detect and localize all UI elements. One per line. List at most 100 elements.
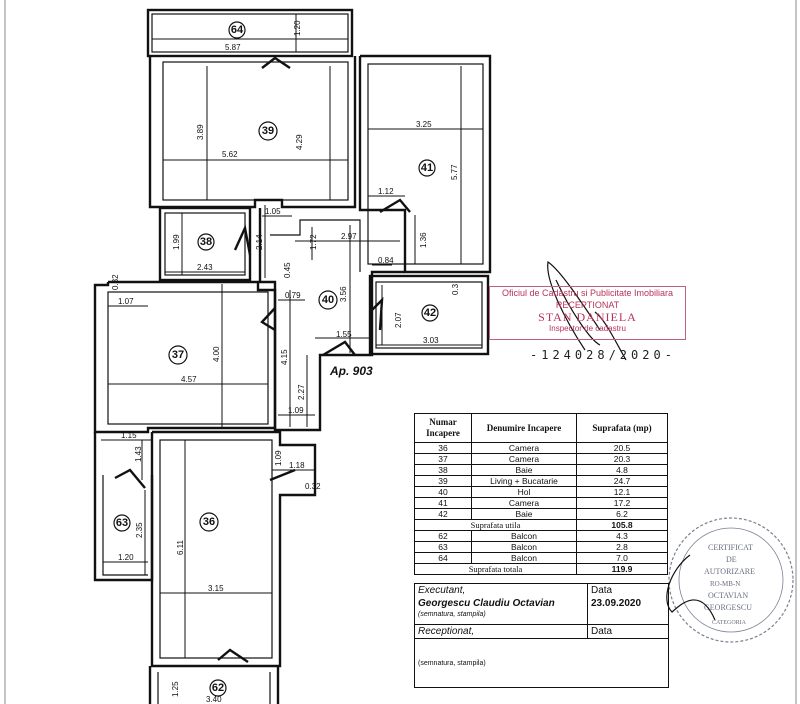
svg-text:6.11: 6.11	[176, 539, 185, 555]
svg-text:DE: DE	[726, 555, 737, 564]
svg-text:1.43: 1.43	[134, 446, 143, 462]
svg-text:1.20: 1.20	[293, 20, 302, 36]
svg-text:1.07: 1.07	[118, 297, 134, 306]
cell-nr: 41	[414, 497, 472, 509]
executant-label: Executant,	[415, 584, 588, 597]
room-64-label: 64	[228, 21, 246, 39]
svg-text:63: 63	[116, 517, 128, 529]
cell-nr: 40	[414, 486, 472, 498]
cell-name: Balcon	[471, 541, 577, 553]
room-area-table: Numar Incapere Denumire Incapere Suprafa…	[414, 413, 668, 575]
svg-text:3.56: 3.56	[339, 286, 348, 302]
cell-name: Living + Bucatarie	[471, 475, 577, 487]
signature-block: Executant, Data Georgescu Claudiu Octavi…	[414, 583, 669, 688]
cell-name: Camera	[471, 453, 577, 465]
stamp-received: RECEPTIONAT	[555, 300, 620, 310]
svg-text:0.3: 0.3	[451, 283, 460, 295]
cell-nr: 39	[414, 475, 472, 487]
room-63-label: 63	[113, 514, 131, 532]
room-37-label: 37	[168, 345, 188, 365]
svg-text:4.29: 4.29	[295, 134, 304, 150]
cell-nr: 37	[414, 453, 472, 465]
stamp-inspector-title: Inspector de cadastru	[549, 324, 626, 333]
room-36-label: 36	[199, 512, 219, 532]
summary-value: 119.9	[576, 563, 668, 575]
stamp-inspector-name: STAN DANIELA	[538, 310, 637, 324]
room-62-label: 62	[209, 679, 227, 697]
svg-text:CATEGORIA: CATEGORIA	[712, 620, 747, 626]
cell-area: 20.5	[576, 442, 668, 454]
executant-signature	[666, 554, 716, 621]
summary-label: Suprafata utila	[414, 519, 577, 531]
apartment-label: Ap. 903	[329, 364, 373, 378]
cell-area: 7.0	[576, 552, 668, 564]
svg-text:1.36: 1.36	[419, 232, 428, 248]
cell-area: 6.2	[576, 508, 668, 520]
svg-text:RO-MB-N: RO-MB-N	[710, 580, 740, 588]
stamp-office: Oficiul de Cadastru si Publicitate Imobi…	[501, 288, 674, 298]
summary-value: 105.8	[576, 519, 668, 531]
svg-text:4.57: 4.57	[181, 375, 197, 384]
inspector-signature	[547, 260, 627, 361]
date-label: Data	[591, 585, 613, 596]
round-stamp: CERTIFICAT DE AUTORIZARE RO-MB-N OCTAVIA…	[668, 517, 794, 643]
svg-text:41: 41	[421, 162, 433, 174]
svg-text:1.72: 1.72	[309, 234, 318, 250]
svg-text:5.62: 5.62	[222, 150, 238, 159]
summary-label: Suprafata totala	[414, 563, 577, 575]
svg-text:2.27: 2.27	[297, 384, 306, 400]
svg-text:1.99: 1.99	[172, 234, 181, 250]
svg-text:1.55: 1.55	[336, 330, 352, 339]
svg-text:0.84: 0.84	[378, 256, 394, 265]
cell-name: Baie	[471, 508, 577, 520]
svg-text:0.32: 0.32	[111, 274, 120, 290]
cell-area: 12.1	[576, 486, 668, 498]
cell-area: 17.2	[576, 497, 668, 509]
svg-text:2.43: 2.43	[197, 263, 213, 272]
cell-name: Balcon	[471, 530, 577, 542]
cell-area: 24.7	[576, 475, 668, 487]
svg-text:3.25: 3.25	[416, 120, 432, 129]
cell-area: 20.3	[576, 453, 668, 465]
svg-text:5.87: 5.87	[225, 43, 241, 52]
cell-nr: 36	[414, 442, 472, 454]
cell-area: 4.8	[576, 464, 668, 476]
svg-text:62: 62	[212, 682, 224, 694]
svg-text:2.35: 2.35	[135, 522, 144, 538]
svg-text:OCTAVIAN: OCTAVIAN	[708, 591, 748, 600]
cell-area: 4.3	[576, 530, 668, 542]
cell-area: 2.8	[576, 541, 668, 553]
svg-text:1.25: 1.25	[171, 681, 180, 697]
svg-text:3.03: 3.03	[423, 336, 439, 345]
svg-text:3.89: 3.89	[196, 124, 205, 140]
cell-name: Hol	[471, 486, 577, 498]
svg-text:37: 37	[172, 349, 184, 361]
svg-text:CERTIFICAT: CERTIFICAT	[708, 543, 753, 552]
cell-name: Camera	[471, 442, 577, 454]
dimension-labels: 5.87 1.20 5.62 3.89 4.29 3.25 5.77 1.12 …	[111, 20, 460, 704]
svg-text:3.15: 3.15	[208, 584, 224, 593]
cadastre-stamp: Oficiul de Cadastru si Publicitate Imobi…	[489, 286, 686, 340]
cell-nr: 62	[414, 530, 472, 542]
svg-text:4.00: 4.00	[212, 346, 221, 362]
cell-nr: 38	[414, 464, 472, 476]
svg-text:38: 38	[200, 236, 212, 248]
cell-name: Camera	[471, 497, 577, 509]
svg-text:42: 42	[424, 307, 436, 319]
svg-text:40: 40	[322, 294, 334, 306]
receptionat-label: Receptionat,	[415, 625, 588, 638]
receptionat-date-label: Data	[591, 626, 613, 637]
room-labels: 64 39 41 38 40 42 37 63 36 62 Ap. 903	[113, 21, 439, 697]
cell-nr: 64	[414, 552, 472, 564]
room-39-label: 39	[258, 121, 278, 141]
